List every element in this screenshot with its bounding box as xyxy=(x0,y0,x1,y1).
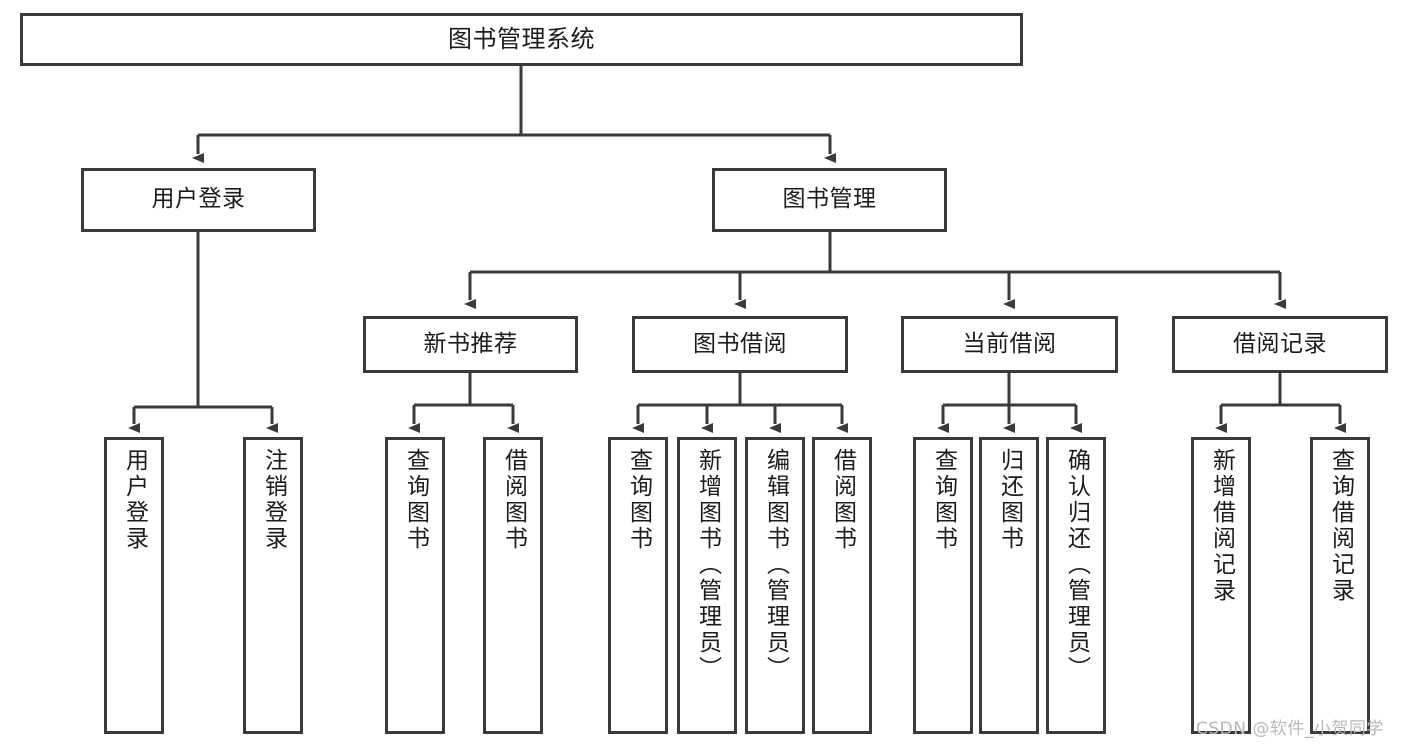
leaf-current-confirm-return-admin[interactable]: 确认归还（管理员） xyxy=(1046,437,1106,734)
node-label: 归还图书 xyxy=(996,448,1023,552)
node-label: 当前借阅 xyxy=(962,330,1057,357)
node-book-management[interactable]: 图书管理 xyxy=(712,168,947,232)
node-label: 借阅图书 xyxy=(500,448,527,552)
node-label: 借阅记录 xyxy=(1233,330,1327,357)
leaf-record-add-record[interactable]: 新增借阅记录 xyxy=(1191,437,1251,734)
node-label: 编辑图书（管理员） xyxy=(762,448,789,682)
node-label: 借阅图书 xyxy=(829,448,856,552)
node-label: 新增借阅记录 xyxy=(1208,448,1235,604)
node-label: 查询图书 xyxy=(930,448,957,552)
node-label: 查询图书 xyxy=(625,448,652,552)
node-label: 图书借阅 xyxy=(693,330,787,357)
leaf-current-query-book[interactable]: 查询图书 xyxy=(913,437,973,734)
leaf-borrow-edit-book-admin[interactable]: 编辑图书（管理员） xyxy=(745,437,805,734)
leaf-record-query-record[interactable]: 查询借阅记录 xyxy=(1310,437,1370,734)
node-new-book-recommend[interactable]: 新书推荐 xyxy=(363,316,578,373)
node-label: 用户登录 xyxy=(151,186,246,213)
node-book-borrow[interactable]: 图书借阅 xyxy=(632,316,848,373)
leaf-borrow-add-book-admin[interactable]: 新增图书（管理员） xyxy=(677,437,737,734)
leaf-user-logout[interactable]: 注销登录 xyxy=(243,437,303,734)
leaf-borrow-query-book[interactable]: 查询图书 xyxy=(608,437,668,734)
node-label: 图书管理系统 xyxy=(448,25,595,54)
node-label: 新增图书（管理员） xyxy=(694,448,721,682)
leaf-recommend-query-book[interactable]: 查询图书 xyxy=(385,437,445,734)
leaf-current-return-book[interactable]: 归还图书 xyxy=(979,437,1039,734)
leaf-user-login[interactable]: 用户登录 xyxy=(104,437,164,734)
leaf-recommend-borrow-book[interactable]: 借阅图书 xyxy=(483,437,543,734)
node-label: 确认归还（管理员） xyxy=(1063,448,1090,682)
node-label: 用户登录 xyxy=(121,448,148,552)
node-label: 图书管理 xyxy=(782,186,877,213)
leaf-borrow-borrow-book[interactable]: 借阅图书 xyxy=(812,437,872,734)
node-label: 注销登录 xyxy=(260,448,287,552)
node-root-system[interactable]: 图书管理系统 xyxy=(20,13,1023,66)
node-label: 查询借阅记录 xyxy=(1327,448,1354,604)
node-label: 查询图书 xyxy=(402,448,429,552)
node-current-borrow[interactable]: 当前借阅 xyxy=(901,316,1118,373)
csdn-watermark: CSDN @软件_小贺同学 xyxy=(1196,719,1384,739)
node-user-login[interactable]: 用户登录 xyxy=(81,168,316,232)
node-label: 新书推荐 xyxy=(423,330,518,357)
node-borrow-record[interactable]: 借阅记录 xyxy=(1172,316,1388,373)
